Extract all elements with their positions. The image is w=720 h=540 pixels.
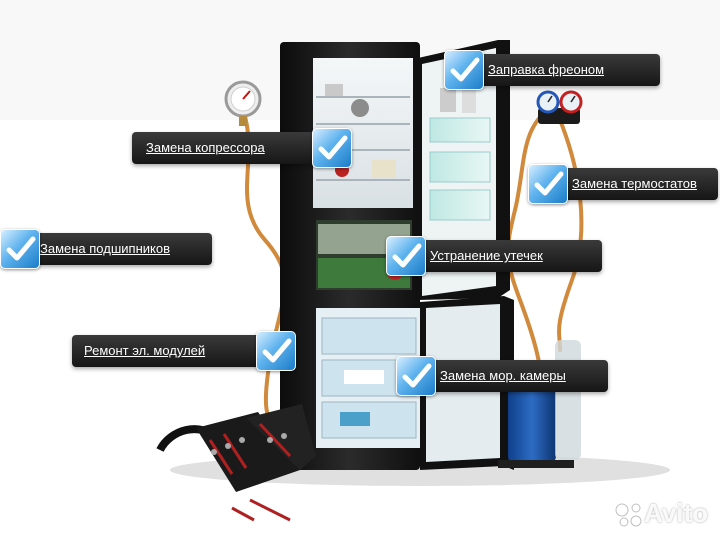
watermark-text: Avito bbox=[644, 498, 709, 528]
checkmark-icon bbox=[256, 331, 296, 371]
callout-compressor-replacement: Замена копрессора bbox=[132, 132, 342, 164]
avito-logo-icon bbox=[615, 503, 642, 527]
callout-label: Ремонт эл. модулей bbox=[84, 343, 206, 358]
checkmark-icon bbox=[0, 229, 40, 269]
checkmark-icon bbox=[386, 236, 426, 276]
callout-electronic-module-repair: Ремонт эл. модулей bbox=[72, 335, 286, 367]
refrigerator-upper-door bbox=[418, 40, 510, 300]
callout-label: Устранение утечек bbox=[430, 248, 543, 263]
checkmark-icon bbox=[396, 356, 436, 396]
checkmark-icon bbox=[444, 50, 484, 90]
manifold-gauge-icon bbox=[536, 90, 583, 124]
callout-label: Замена копрессора bbox=[146, 140, 265, 155]
checkmark-icon bbox=[528, 164, 568, 204]
callout-label: Заправка фреоном bbox=[488, 62, 605, 77]
checkmark-icon bbox=[312, 128, 352, 168]
avito-watermark: Avito bbox=[612, 494, 712, 534]
callout-label: Замена подшипников bbox=[40, 241, 170, 256]
callout-label: Замена мор. камеры bbox=[440, 368, 566, 383]
pressure-gauge-icon bbox=[224, 80, 262, 126]
tool-case-icon bbox=[156, 404, 316, 522]
callout-label: Замена термостатов bbox=[572, 176, 697, 191]
